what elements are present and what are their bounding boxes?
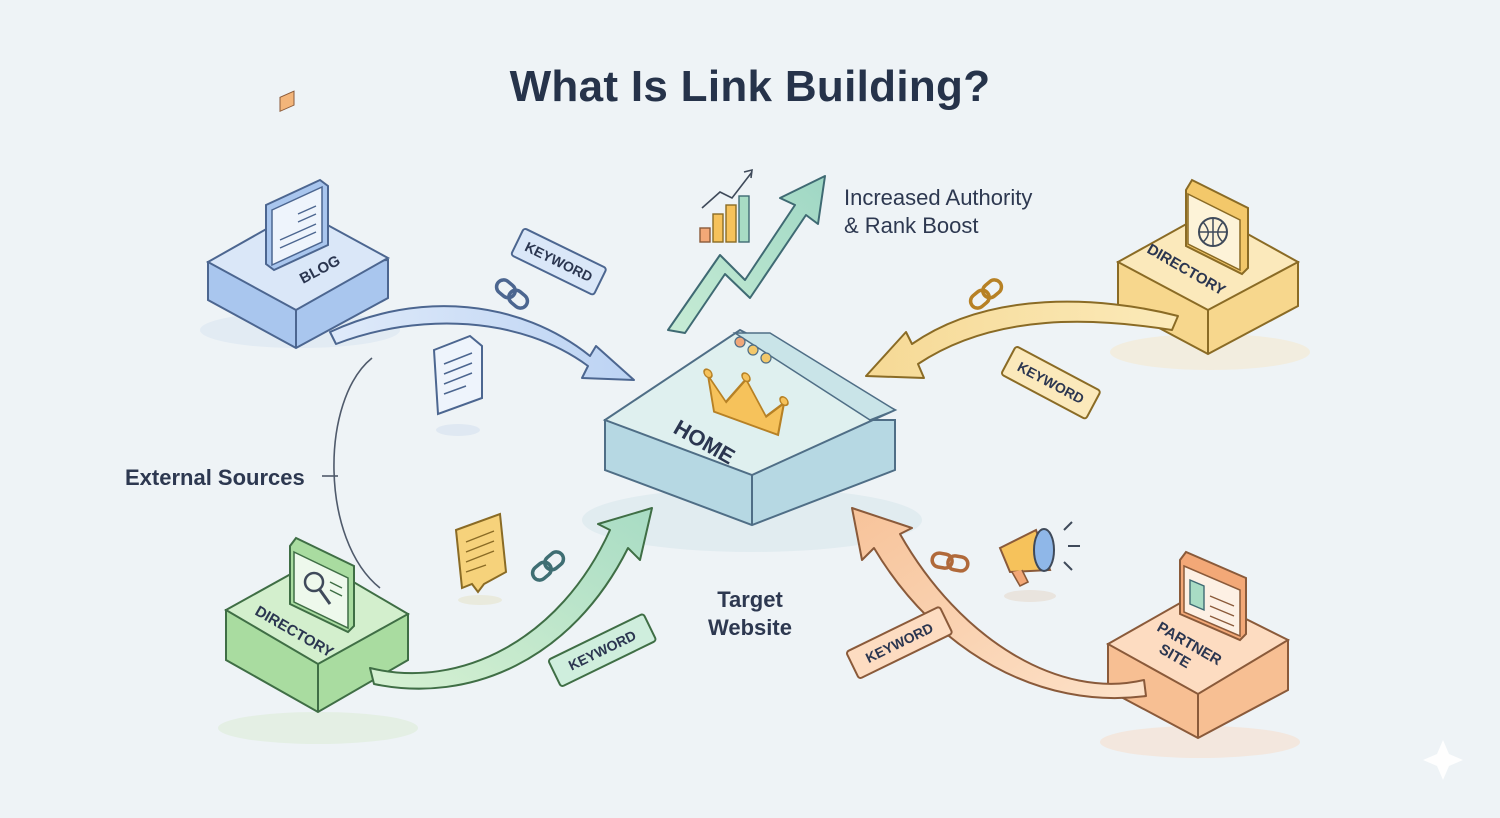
target-line-1: Target <box>717 587 783 612</box>
article-icon <box>265 90 329 272</box>
directory-source-box-top: DIRECTORY <box>1110 178 1310 370</box>
bar-chart-icon <box>699 168 753 243</box>
chain-link-icon <box>530 550 566 582</box>
sparkle-icon <box>1423 740 1463 780</box>
browser-dot-red <box>734 336 746 348</box>
browser-dot-green <box>760 352 772 364</box>
keyword-tag-yellow: KEYWORD <box>1001 346 1101 420</box>
growth-arrow <box>667 175 826 334</box>
authority-line-1: Increased Authority <box>844 185 1033 210</box>
diagram-title: What Is Link Building? <box>509 62 991 111</box>
external-sources-label: External Sources <box>125 465 305 490</box>
directory-link-arrow-bottom <box>369 507 653 690</box>
crown-icon <box>703 368 789 437</box>
document-icon <box>432 334 483 436</box>
partner-site-source-box: PARTNER SITE <box>1100 550 1300 758</box>
chain-link-icon <box>930 551 970 573</box>
directory-source-box-bottom: DIRECTORY <box>218 536 418 744</box>
megaphone-icon <box>998 521 1080 602</box>
external-sources-bracket <box>322 357 381 589</box>
browser-dot-yellow <box>747 344 759 356</box>
keyword-tag-blue: KEYWORD <box>510 228 607 296</box>
blog-source-box: BLOG <box>200 90 400 350</box>
target-website-label: Target Website <box>690 586 810 642</box>
globe-icon <box>1185 178 1249 276</box>
chain-link-icon <box>494 278 530 310</box>
authority-line-2: & Rank Boost <box>844 213 979 238</box>
keyword-tag-orange: KEYWORD <box>846 606 953 679</box>
target-line-2: Website <box>708 615 792 640</box>
chain-link-icon <box>968 278 1004 310</box>
search-icon <box>289 536 355 634</box>
home-box: HOME <box>582 328 922 552</box>
partner-link-arrow <box>851 507 1147 700</box>
blog-link-arrow <box>329 305 635 381</box>
directory-link-arrow-top <box>865 300 1179 379</box>
authority-label: Increased Authority & Rank Boost <box>844 184 1104 240</box>
note-icon <box>454 512 508 605</box>
page-icon <box>1179 550 1247 642</box>
